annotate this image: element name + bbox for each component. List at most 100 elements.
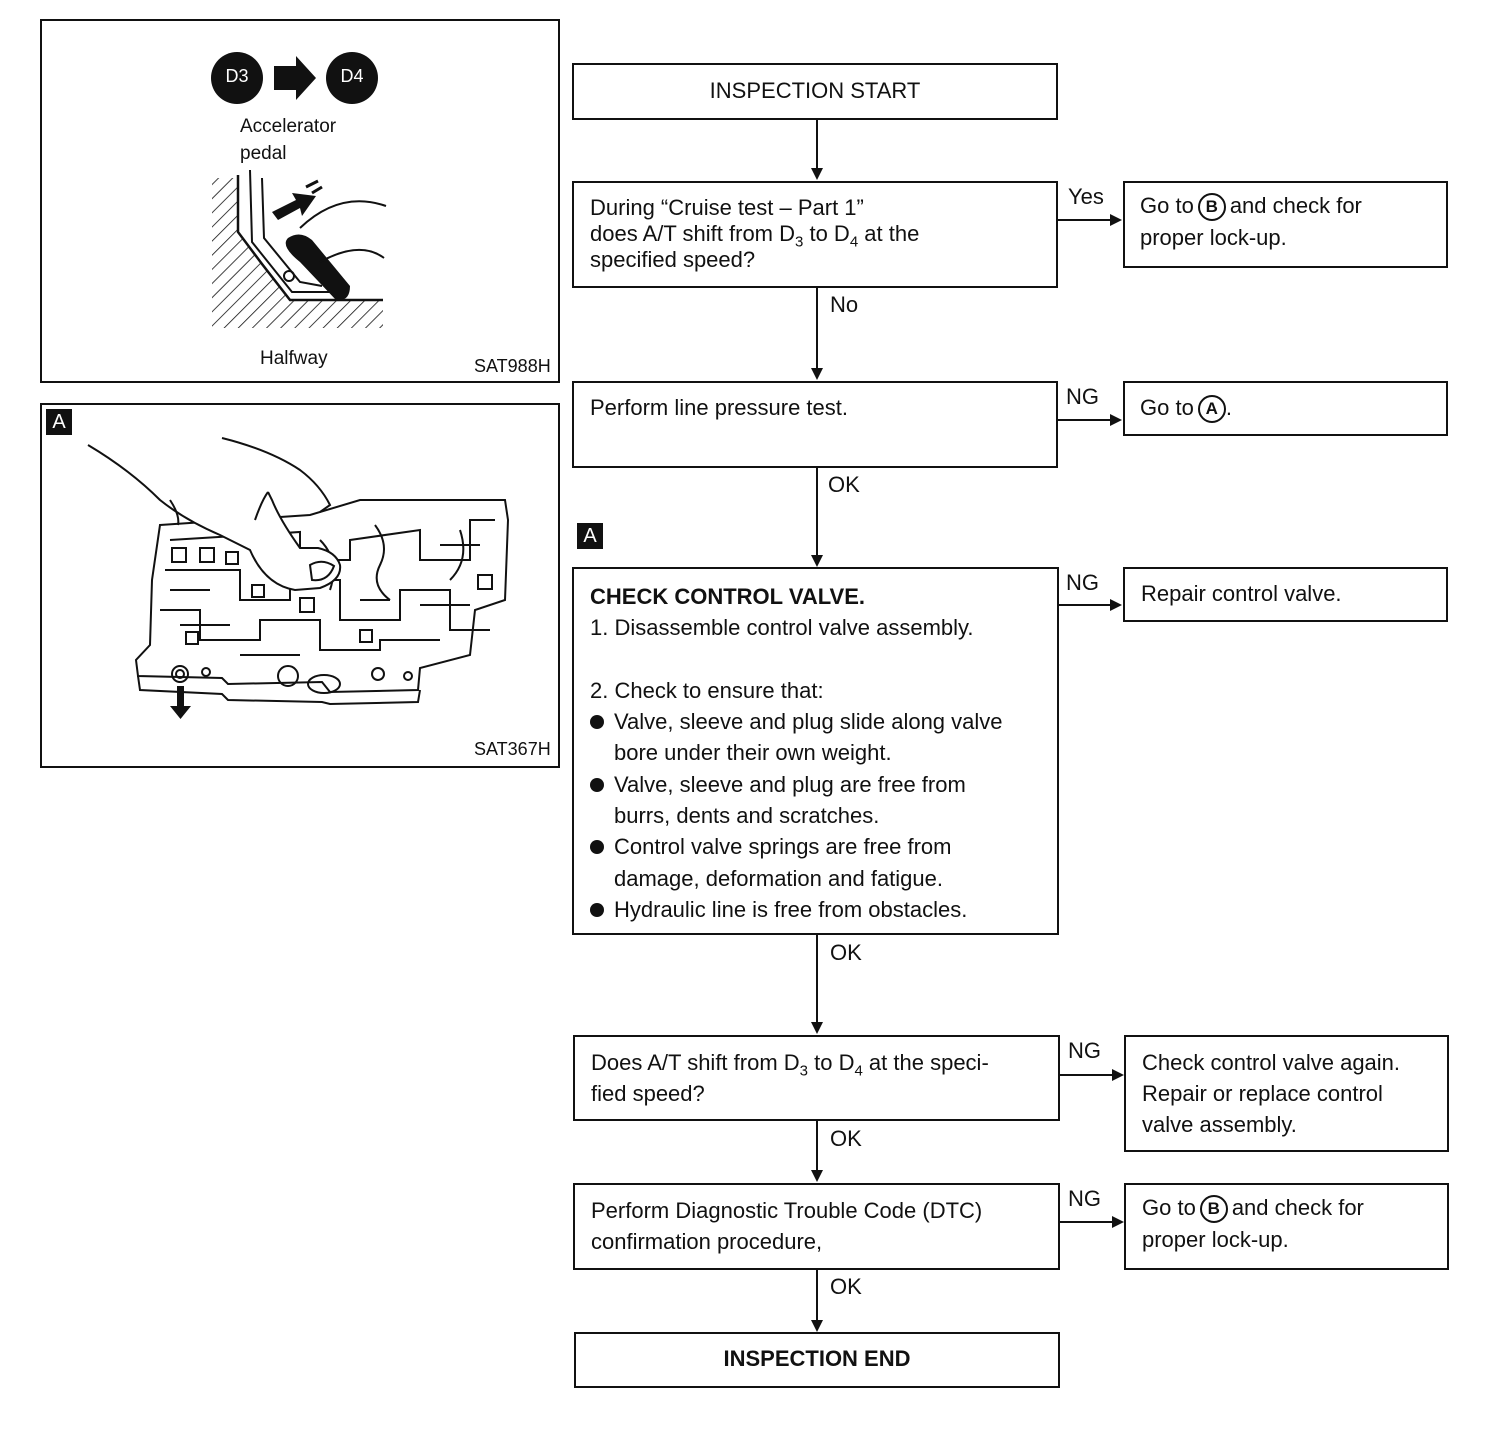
badge-b-icon: B bbox=[1199, 1195, 1228, 1224]
cruise-test-box: During “Cruise test – Part 1” does A/T s… bbox=[572, 181, 1058, 288]
cv-bullet-2-a: Valve, sleeve and plug are free from bbox=[614, 771, 966, 797]
q1-sub-4: 4 bbox=[849, 233, 859, 251]
pedal-label: pedal bbox=[240, 143, 287, 164]
shift-arrow-icon bbox=[274, 56, 316, 100]
q4-sub-4: 4 bbox=[854, 1062, 863, 1080]
start-box: INSPECTION START bbox=[572, 63, 1058, 120]
q1-text-c: at the bbox=[858, 221, 920, 246]
cv-bullet-1-b: bore under their own weight. bbox=[614, 740, 892, 766]
ng-label-1: NG bbox=[1066, 384, 1099, 409]
figure-code-2: SAT367H bbox=[474, 739, 551, 759]
ok-label-2: OK bbox=[830, 940, 862, 965]
control-valve-title: CHECK CONTROL VALVE. bbox=[590, 584, 866, 609]
d3-disc bbox=[211, 52, 263, 104]
goto-a-prefix: Go to bbox=[1140, 395, 1194, 420]
cv-bullet-3: Control valve springs are free from bbox=[590, 831, 1003, 862]
control-valve-box: CHECK CONTROL VALVE. 1. Disassemble cont… bbox=[572, 567, 1059, 935]
bullet-icon bbox=[590, 715, 604, 730]
shift-check-box: Does A/T shift from D3 to D4 at the spec… bbox=[573, 1035, 1060, 1121]
cv-bullet-1: Valve, sleeve and plug slide along valve bbox=[590, 706, 1003, 737]
pedal-illustration bbox=[212, 169, 387, 328]
cv-bullet-2-b: burrs, dents and scratches. bbox=[614, 803, 880, 829]
shift-check-line-1: Does A/T shift from D3 to D4 at the spec… bbox=[591, 1047, 989, 1078]
ok-label-4: OK bbox=[830, 1274, 862, 1299]
bullet-icon bbox=[590, 840, 604, 855]
bullet-icon bbox=[590, 777, 604, 792]
figure-code-1: SAT988H bbox=[474, 356, 551, 376]
yes-label: Yes bbox=[1068, 184, 1104, 209]
dtc-text: Perform Diagnostic Trouble Code (DTC) co… bbox=[591, 1195, 982, 1257]
goto-text: Go to bbox=[1140, 193, 1194, 218]
halfway-label: Halfway bbox=[260, 348, 328, 369]
start-label: INSPECTION START bbox=[709, 78, 921, 103]
dtc-box: Perform Diagnostic Trouble Code (DTC) co… bbox=[573, 1183, 1060, 1270]
q1-text-b: to D bbox=[803, 221, 850, 246]
line-pressure-box: Perform line pressure test. bbox=[572, 381, 1058, 468]
dtc-line-1: Perform Diagnostic Trouble Code (DTC) bbox=[591, 1198, 983, 1223]
cv-bullet-2: Valve, sleeve and plug are free from bbox=[590, 769, 1003, 800]
check-again-box: Check control valve again. Repair or rep… bbox=[1124, 1035, 1449, 1152]
check-again-text: Check control valve again. Repair or rep… bbox=[1142, 1047, 1400, 1140]
control-valve-blank bbox=[590, 644, 1003, 675]
cv-bullet-1-a: Valve, sleeve and plug slide along valve bbox=[614, 709, 1003, 735]
cruise-test-text: During “Cruise test – Part 1” does A/T s… bbox=[590, 195, 919, 273]
d4-disc bbox=[326, 52, 378, 104]
d3-label: D3 bbox=[225, 66, 249, 86]
control-valve-step-1: 1. Disassemble control valve assembly. bbox=[590, 615, 974, 641]
dtc-line-2: confirmation procedure, bbox=[591, 1229, 823, 1254]
shift-check-line-2: fied speed? bbox=[591, 1081, 705, 1106]
control-valve-step-2: 2. Check to ensure that: bbox=[590, 677, 824, 703]
ng-label-2: NG bbox=[1066, 570, 1099, 595]
accelerator-label: Accelerator bbox=[240, 116, 337, 137]
repair-text: Repair control valve. bbox=[1141, 581, 1342, 606]
q4-text-a: Does A/T shift from D bbox=[591, 1050, 800, 1075]
check-again-line-2: Repair or replace control bbox=[1142, 1081, 1383, 1106]
q1-sub-3: 3 bbox=[795, 233, 804, 251]
flow-marker-a: A bbox=[577, 523, 603, 549]
ng-label-4: NG bbox=[1068, 1186, 1101, 1211]
lockup2-line-2: proper lock-up. bbox=[1142, 1227, 1289, 1253]
end-label: INSPECTION END bbox=[723, 1346, 911, 1371]
ok-label-3: OK bbox=[830, 1126, 862, 1151]
cv-bullet-4-a: Hydraulic line is free from obstacles. bbox=[614, 896, 968, 922]
check-text: and check for bbox=[1229, 193, 1362, 218]
valve-body-illustration bbox=[87, 437, 510, 706]
ok-label-1: OK bbox=[828, 472, 860, 497]
cv-bullet-3-a: Control valve springs are free from bbox=[614, 834, 952, 860]
q4-text-c: at the speci- bbox=[862, 1050, 989, 1075]
repair-box: Repair control valve. bbox=[1123, 567, 1448, 622]
no-label: No bbox=[830, 292, 859, 317]
cv-bullet-3-b: damage, deformation and fatigue. bbox=[614, 865, 944, 891]
badge-a-icon: A bbox=[1197, 395, 1226, 424]
badge-b-icon: B bbox=[1197, 193, 1226, 222]
cruise-test-line-1: During “Cruise test – Part 1” bbox=[590, 195, 864, 220]
lockup-line-2: proper lock-up. bbox=[1140, 225, 1287, 251]
figure-pedal-frame bbox=[40, 19, 560, 383]
end-box: INSPECTION END bbox=[574, 1332, 1060, 1388]
q4-text-b: to D bbox=[808, 1050, 855, 1075]
q4-sub-3: 3 bbox=[799, 1062, 808, 1080]
d4-label: D4 bbox=[340, 66, 364, 86]
check-text-2: and check for bbox=[1231, 1195, 1364, 1220]
figure-valve-frame bbox=[40, 403, 560, 768]
ng-label-3: NG bbox=[1068, 1038, 1101, 1063]
cv-bullet-4: Hydraulic line is free from obstacles. bbox=[590, 894, 1003, 925]
control-valve-text: CHECK CONTROL VALVE. 1. Disassemble cont… bbox=[590, 581, 1003, 925]
goto-text-2: Go to bbox=[1142, 1195, 1196, 1220]
figure-marker-a: A bbox=[46, 409, 72, 435]
check-again-line-1: Check control valve again. bbox=[1142, 1050, 1401, 1075]
shift-check-text: Does A/T shift from D3 to D4 at the spec… bbox=[591, 1047, 989, 1109]
cruise-test-line-2: does A/T shift from D3 to D4 at the bbox=[590, 221, 920, 251]
cruise-test-line-3: specified speed? bbox=[590, 247, 756, 272]
line-pressure-text: Perform line pressure test. bbox=[590, 395, 848, 420]
q1-text-a: does A/T shift from D bbox=[590, 221, 796, 246]
